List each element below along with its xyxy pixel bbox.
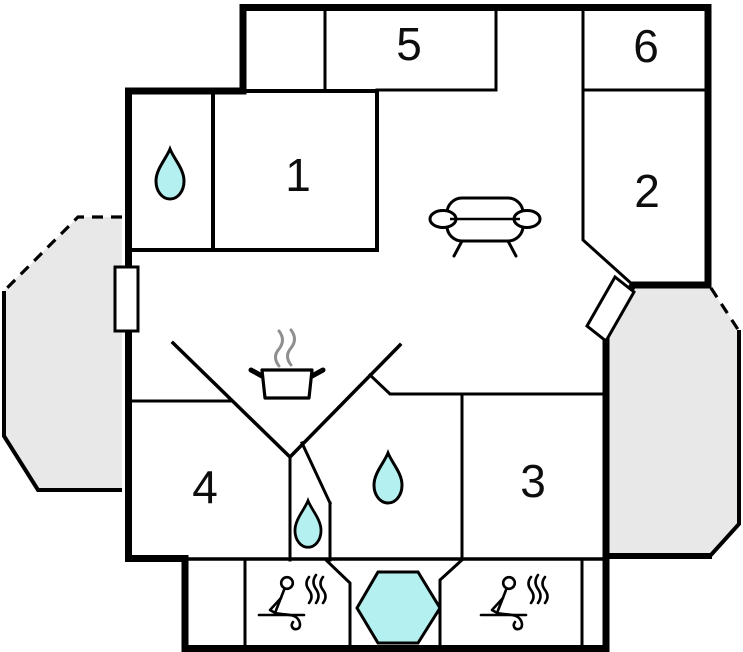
cooking-pot-icon: [248, 328, 326, 400]
room-label-2: 2: [634, 165, 660, 217]
room-label-6: 6: [633, 20, 659, 72]
terrace-right: [606, 287, 741, 559]
interior-walls: [126, 6, 710, 650]
sauna-icon: [479, 573, 549, 631]
water-drop-icon: [372, 451, 404, 505]
water-drop-icon: [293, 499, 323, 549]
outer-walls: [125, 4, 712, 652]
room-label-4: 4: [192, 461, 218, 513]
room-label-1: 1: [285, 149, 311, 201]
door: [585, 274, 636, 344]
sofa-icon: [428, 196, 542, 258]
window: [113, 265, 140, 333]
sauna-icon: [257, 573, 327, 631]
room-label-3: 3: [520, 455, 546, 507]
water-drop-icon: [154, 147, 186, 201]
hexagon-pool-icon: [355, 570, 442, 645]
room-label-5: 5: [396, 18, 422, 70]
terrace-left: [2, 215, 122, 492]
